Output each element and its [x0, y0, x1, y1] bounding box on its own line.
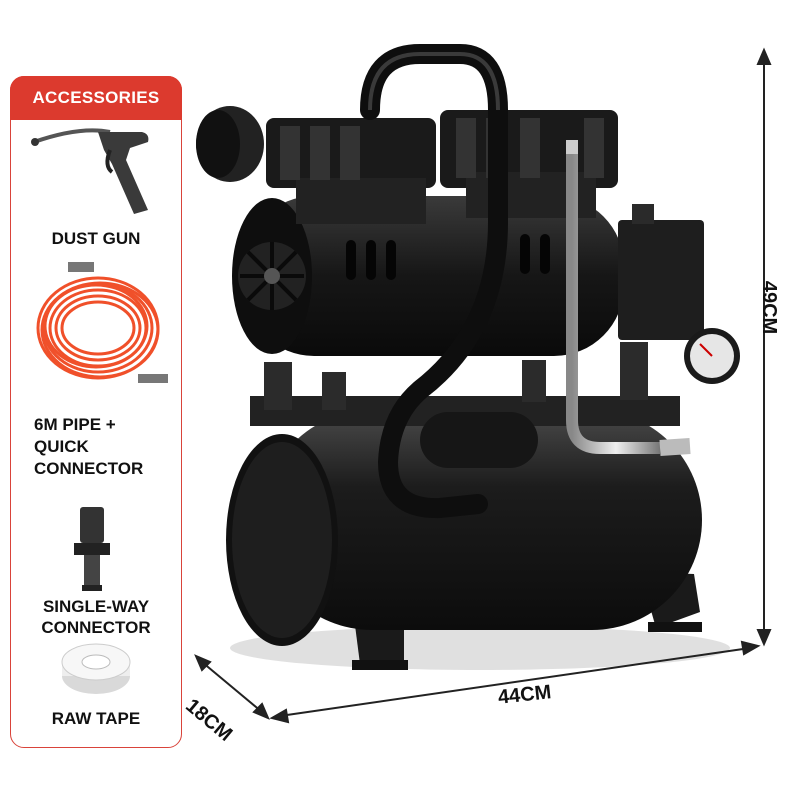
connector-icon [74, 507, 110, 591]
accessory-label-dust-gun: DUST GUN [51, 229, 141, 248]
accessory-label-connector-line1: SINGLE-WAY [42, 597, 150, 616]
dust-gun-icon [31, 128, 149, 214]
accessory-label-hose-line2: QUICK [34, 437, 89, 456]
accessories-panel [10, 76, 182, 748]
accessory-label-connector-line2: CONNECTOR [41, 618, 151, 637]
accessory-label-hose-line3: CONNECTOR [34, 459, 144, 478]
accessory-label-hose-line1: 6M PIPE + [34, 415, 116, 434]
hose-icon [36, 262, 168, 383]
accessories-title: ACCESSORIES [10, 76, 182, 120]
accessory-label-raw-tape: RAW TAPE [51, 709, 141, 728]
raw-tape-icon [61, 643, 131, 694]
height-dimension-label: 49CM [758, 280, 781, 335]
